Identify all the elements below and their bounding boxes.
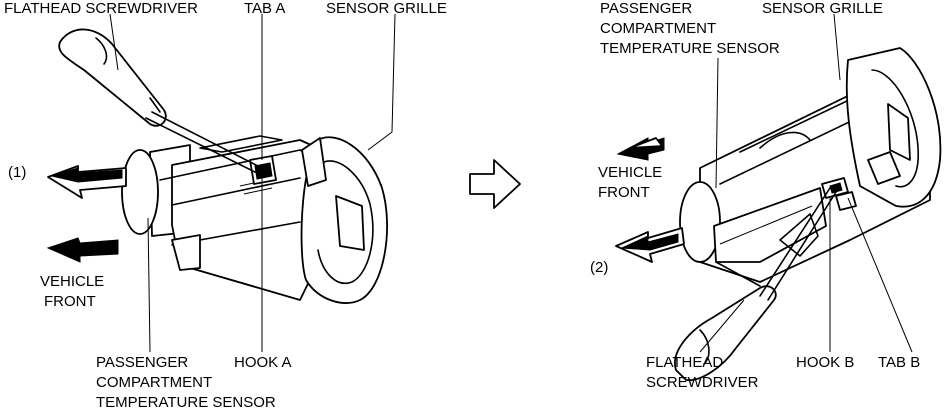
label-passenger-sensor-left-2: COMPARTMENT (96, 374, 212, 391)
label-vehicle-front-right-2: FRONT (598, 184, 650, 201)
label-step-1: (1) (8, 164, 26, 181)
left-leader-lines (109, 13, 396, 353)
tab-a (249, 155, 277, 185)
label-flathead-screwdriver-left: FLATHEAD SCREWDRIVER (4, 0, 198, 17)
label-passenger-sensor-left-1: PASSENGER (96, 354, 188, 371)
label-passenger-sensor-right-3: TEMPERATURE SENSOR (600, 40, 780, 57)
left-panel: FLATHEAD SCREWDRIVER TAB A SENSOR GRILLE… (4, 0, 447, 411)
left-vehicle-front-arrow (46, 237, 119, 263)
outline-right-arrow-icon (469, 159, 521, 209)
left-sensor-grille (300, 136, 388, 304)
label-flathead-right-1: FLATHEAD (646, 354, 723, 371)
label-passenger-sensor-left-3: TEMPERATURE SENSOR (96, 394, 276, 411)
label-vehicle-front-right-1: VEHICLE (598, 164, 662, 181)
label-step-2: (2) (590, 259, 608, 276)
label-passenger-sensor-right-1: PASSENGER (600, 0, 692, 17)
right-sensor-grille (845, 47, 942, 208)
label-flathead-right-2: SCREWDRIVER (646, 374, 759, 391)
right-vehicle-front-arrow (616, 137, 665, 161)
right-step-2-arrow (615, 227, 685, 263)
label-vehicle-front-left-2: FRONT (44, 293, 96, 310)
right-screwdriver (674, 187, 837, 381)
label-sensor-grille-left: SENSOR GRILLE (326, 0, 447, 17)
label-tab-b: TAB B (878, 354, 920, 371)
label-tab-a: TAB A (244, 0, 285, 17)
label-hook-a: HOOK A (234, 354, 292, 371)
right-panel: PASSENGER COMPARTMENT TEMPERATURE SENSOR… (590, 0, 942, 391)
left-step-1-arrow (47, 165, 127, 199)
label-passenger-sensor-right-2: COMPARTMENT (600, 20, 716, 37)
label-hook-b: HOOK B (796, 354, 854, 371)
label-sensor-grille-right: SENSOR GRILLE (762, 0, 883, 17)
left-screwdriver (58, 28, 259, 173)
label-vehicle-front-left-1: VEHICLE (40, 273, 104, 290)
right-leader-lines (699, 13, 913, 353)
left-sensor-housing (159, 135, 323, 301)
